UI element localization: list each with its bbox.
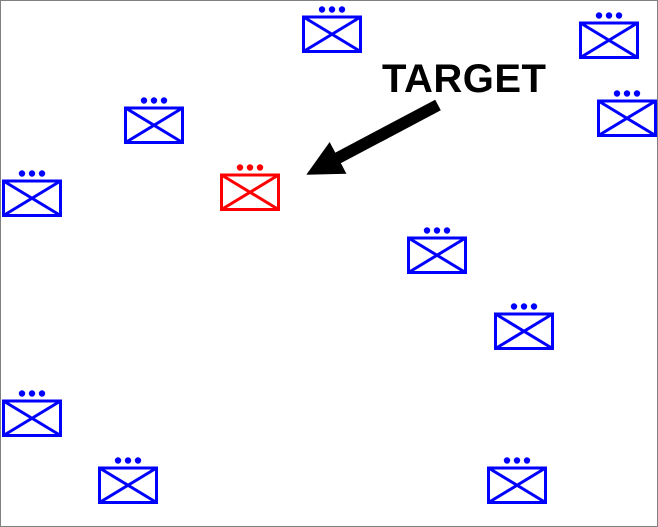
envelope-icon[interactable]	[302, 5, 362, 53]
target-label: TARGET	[382, 57, 547, 101]
target-envelope-icon[interactable]	[220, 163, 280, 211]
envelope-icon[interactable]	[2, 389, 62, 437]
envelope-icon[interactable]	[579, 11, 639, 59]
envelope-icon[interactable]	[2, 169, 62, 217]
envelope-icon[interactable]	[98, 456, 158, 504]
envelope-icon[interactable]	[124, 96, 184, 144]
envelope-icon[interactable]	[597, 89, 657, 137]
target-arrow	[306, 99, 441, 175]
envelope-icon[interactable]	[487, 456, 547, 504]
envelope-icon[interactable]	[407, 226, 467, 274]
envelope-icon[interactable]	[494, 302, 554, 350]
